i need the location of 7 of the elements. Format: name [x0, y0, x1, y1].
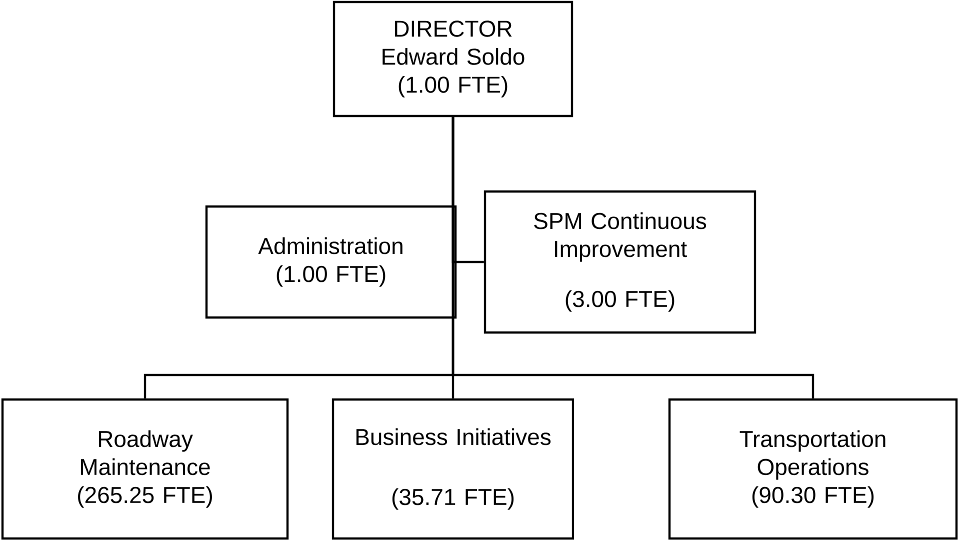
org-box: Business Initiatives (35.71 FTE) — [332, 398, 574, 540]
org-box: Transportation Operations (90.30 FTE) — [668, 398, 958, 540]
org-box: DIRECTOR Edward Soldo (1.00 FTE) — [332, 0, 574, 118]
connector-line — [452, 117, 814, 398]
org-box: SPM Continuous Improvement (3.00 FTE) — [484, 190, 756, 334]
org-box: Administration (1.00 FTE) — [205, 205, 457, 319]
org-box: Roadway Maintenance (265.25 FTE) — [1, 398, 289, 540]
